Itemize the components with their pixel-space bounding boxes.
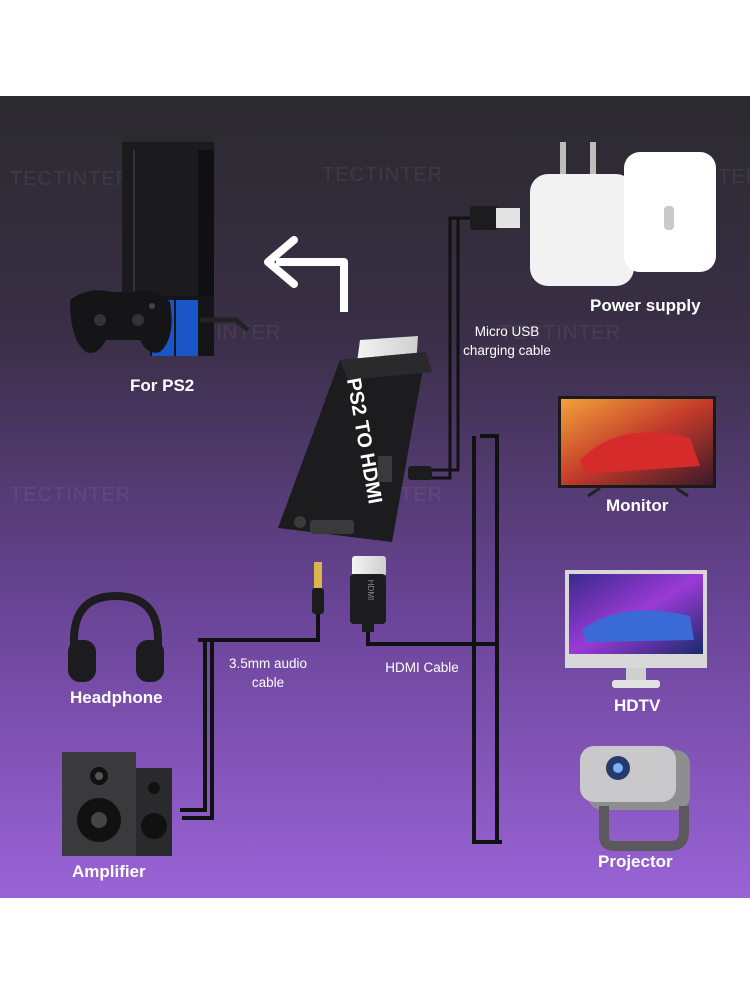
projector <box>580 746 690 851</box>
monitor-label: Monitor <box>606 496 669 515</box>
audio-cable-label-line1: 3.5mm audio <box>228 656 308 671</box>
amplifier-label: Amplifier <box>72 862 146 881</box>
return-arrow <box>276 258 348 312</box>
headphone-label: Headphone <box>70 688 163 707</box>
product-diagram-panel: TECTINTER TECTINTER TECTINTER TECTINTER … <box>0 96 750 898</box>
audio-cable-label-line2: cable <box>251 675 285 690</box>
diagram-graphics: PS2 TO HDMI HDMI <box>62 134 716 856</box>
watermark: TECTINTER <box>322 164 444 186</box>
usb-cable-label: Micro USB charging cable <box>448 322 566 360</box>
watermark: TECTINTER <box>10 484 132 506</box>
ps2-controller <box>70 290 172 353</box>
hdtv-label: HDTV <box>614 696 661 715</box>
hdmi-cable <box>366 434 502 844</box>
hdmi-plug-text: HDMI <box>366 580 375 600</box>
monitor <box>558 396 716 498</box>
micro-usb-plug <box>408 466 432 480</box>
audio-jack-plug <box>312 562 324 614</box>
headphones <box>68 591 164 682</box>
power-supply-label: Power supply <box>590 296 701 315</box>
audio-cable-label: 3.5mm audio cable <box>214 654 322 692</box>
audio-cable <box>180 612 320 820</box>
watermark: TECTINTER <box>10 168 132 190</box>
ps2-label: For PS2 <box>130 376 195 395</box>
hdtv <box>565 570 707 688</box>
usb-cable-label-line1: Micro USB <box>474 324 540 339</box>
hdmi-plug: HDMI <box>350 556 386 632</box>
usb-a-plug <box>470 206 520 230</box>
power-supply <box>530 142 716 286</box>
usb-cable-label-line2: charging cable <box>463 343 551 358</box>
amplifier-speakers <box>62 752 172 856</box>
hdmi-cable-label: HDMI Cable <box>385 660 459 675</box>
ps2-to-hdmi-adapter: PS2 TO HDMI <box>278 336 432 542</box>
projector-label: Projector <box>598 852 673 871</box>
watermark: TECTINTER <box>500 322 622 344</box>
